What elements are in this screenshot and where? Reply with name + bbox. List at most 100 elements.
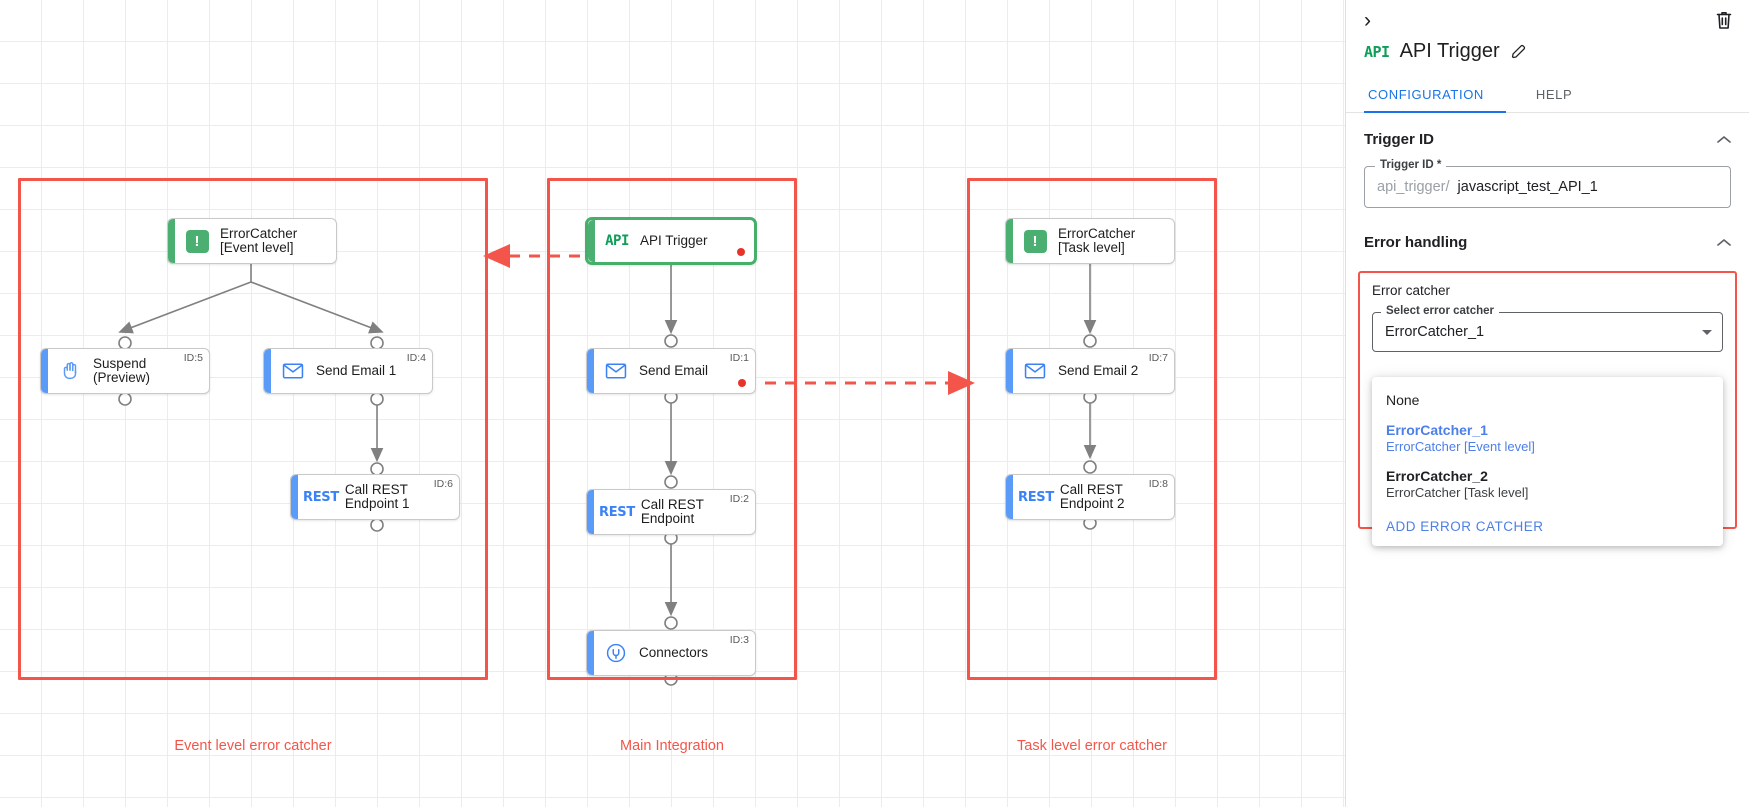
- node-id-badge: ID:1: [729, 352, 749, 364]
- details-panel: › API API Trigger CONFIGURATION: [1345, 0, 1749, 807]
- envelope-icon: [1018, 362, 1052, 380]
- section-error-handling: Error handling: [1346, 208, 1749, 257]
- group-box-main-integration: [547, 178, 797, 680]
- tab-help[interactable]: HELP: [1506, 77, 1594, 112]
- node-accent-bar: [588, 220, 595, 262]
- workflow-canvas[interactable]: Event level error catcher Main Integrati…: [0, 0, 1345, 807]
- error-catcher-dropdown-menu[interactable]: None ErrorCatcher_1 ErrorCatcher [Event …: [1372, 377, 1723, 546]
- node-errorcatcher-task-level[interactable]: ! ErrorCatcher [Task level]: [1005, 218, 1175, 264]
- section-title: Error handling: [1364, 234, 1468, 251]
- panel-header: ›: [1346, 0, 1749, 32]
- node-accent-bar: [587, 631, 594, 675]
- select-error-catcher[interactable]: Select error catcher ErrorCatcher_1: [1372, 305, 1723, 352]
- menu-item-primary: ErrorCatcher_2: [1386, 468, 1488, 484]
- node-send-email[interactable]: Send Email ID:1: [586, 348, 756, 394]
- node-label: ErrorCatcher [Event level]: [220, 226, 298, 255]
- section-title: Trigger ID: [1364, 131, 1435, 148]
- menu-item-errorcatcher-2[interactable]: ErrorCatcher_2 ErrorCatcher [Task level]: [1372, 461, 1723, 507]
- node-accent-bar: [291, 475, 298, 519]
- node-accent-bar: [41, 349, 48, 393]
- chevron-up-icon[interactable]: [1717, 236, 1731, 250]
- node-label: ErrorCatcher [Task level]: [1058, 226, 1136, 255]
- node-send-email-2[interactable]: Send Email 2 ID:7: [1005, 348, 1175, 394]
- error-catcher-highlight-box: Error catcher Select error catcher Error…: [1358, 271, 1737, 546]
- rest-icon: REST: [599, 504, 635, 520]
- error-indicator-dot: [737, 248, 745, 256]
- node-connectors[interactable]: Connectors ID:3: [586, 630, 756, 676]
- node-label: Send Email 2: [1058, 363, 1139, 378]
- menu-item-primary: None: [1386, 392, 1420, 408]
- envelope-icon: [276, 362, 310, 380]
- node-label: Call REST Endpoint: [640, 497, 704, 526]
- node-accent-bar: [1006, 349, 1013, 393]
- error-indicator-dot: [738, 379, 746, 387]
- section-error-handling-header[interactable]: Error handling: [1364, 208, 1731, 257]
- group-label-task-level: Task level error catcher: [1017, 738, 1167, 754]
- panel-tabs: CONFIGURATION HELP: [1346, 77, 1749, 113]
- node-call-rest-endpoint-2[interactable]: REST Call REST Endpoint 2 ID:8: [1005, 474, 1175, 520]
- node-id-badge: ID:6: [433, 478, 453, 490]
- connectors-icon: [599, 642, 633, 664]
- api-icon: API: [605, 233, 629, 249]
- menu-item-primary: ErrorCatcher_1: [1386, 422, 1488, 438]
- node-id-badge: ID:2: [729, 493, 749, 505]
- node-call-rest-endpoint-1[interactable]: REST Call REST Endpoint 1 ID:6: [290, 474, 460, 520]
- node-send-email-1[interactable]: Send Email 1 ID:4: [263, 348, 433, 394]
- tab-configuration-wrap: CONFIGURATION: [1364, 77, 1506, 113]
- error-catcher-icon: !: [1018, 229, 1052, 253]
- hand-icon: [53, 360, 87, 382]
- add-error-catcher-button[interactable]: ADD ERROR CATCHER: [1386, 519, 1544, 534]
- panel-title-row: API API Trigger: [1346, 32, 1749, 63]
- node-id-badge: ID:8: [1148, 478, 1168, 490]
- trigger-id-field[interactable]: Trigger ID * api_trigger/ javascript_tes…: [1364, 159, 1731, 208]
- node-label: Call REST Endpoint 2: [1059, 482, 1125, 511]
- node-accent-bar: [587, 349, 594, 393]
- trigger-id-input[interactable]: javascript_test_API_1: [1457, 179, 1598, 195]
- group-label-main-integration: Main Integration: [620, 738, 724, 754]
- select-error-catcher-label: Select error catcher: [1381, 305, 1500, 317]
- tab-active-underline: [1364, 110, 1506, 113]
- page-title: API Trigger: [1399, 40, 1500, 62]
- node-id-badge: ID:5: [183, 352, 203, 364]
- group-box-task-level: [967, 178, 1217, 680]
- section-trigger-id-header[interactable]: Trigger ID: [1364, 113, 1731, 154]
- menu-item-secondary: ErrorCatcher [Event level]: [1386, 439, 1535, 454]
- rest-icon: REST: [303, 489, 339, 505]
- node-call-rest-endpoint[interactable]: REST Call REST Endpoint ID:2: [586, 489, 756, 535]
- node-id-badge: ID:3: [729, 634, 749, 646]
- error-catcher-icon: !: [180, 229, 214, 253]
- node-label: Call REST Endpoint 1: [344, 482, 410, 511]
- envelope-icon: [599, 362, 633, 380]
- node-id-badge: ID:7: [1148, 352, 1168, 364]
- chevron-up-icon[interactable]: [1717, 133, 1731, 147]
- node-label: Send Email 1: [316, 363, 397, 378]
- chevron-down-icon[interactable]: [1702, 329, 1712, 335]
- node-suspend-preview[interactable]: Suspend (Preview) ID:5: [40, 348, 210, 394]
- node-label: Send Email: [639, 363, 709, 378]
- menu-item-errorcatcher-1[interactable]: ErrorCatcher_1 ErrorCatcher [Event level…: [1372, 415, 1723, 461]
- node-label: API Trigger: [640, 233, 708, 248]
- collapse-panel-button[interactable]: ›: [1364, 9, 1371, 32]
- node-api-trigger[interactable]: API API Trigger: [586, 218, 756, 264]
- node-accent-bar: [1006, 475, 1013, 519]
- select-error-catcher-value: ErrorCatcher_1: [1385, 324, 1485, 340]
- node-errorcatcher-event-level[interactable]: ! ErrorCatcher [Event level]: [167, 218, 337, 264]
- node-accent-bar: [1006, 219, 1013, 263]
- node-accent-bar: [587, 490, 594, 534]
- trigger-id-prefix: api_trigger/: [1377, 179, 1450, 195]
- trigger-id-field-label: Trigger ID *: [1375, 159, 1447, 171]
- node-accent-bar: [168, 219, 175, 263]
- rest-icon: REST: [1018, 489, 1054, 505]
- delete-trigger-button[interactable]: [1715, 10, 1733, 33]
- menu-item-none[interactable]: None: [1372, 385, 1723, 415]
- edit-name-button[interactable]: [1510, 43, 1527, 60]
- api-icon: API: [1364, 42, 1390, 61]
- group-box-event-level: [18, 178, 488, 680]
- error-catcher-label: Error catcher: [1372, 283, 1451, 298]
- node-label: Suspend (Preview): [93, 356, 151, 385]
- section-trigger-id: Trigger ID Trigger ID * api_trigger/ jav…: [1346, 113, 1749, 208]
- tab-configuration[interactable]: CONFIGURATION: [1364, 77, 1506, 112]
- node-accent-bar: [264, 349, 271, 393]
- menu-item-secondary: ErrorCatcher [Task level]: [1386, 485, 1529, 500]
